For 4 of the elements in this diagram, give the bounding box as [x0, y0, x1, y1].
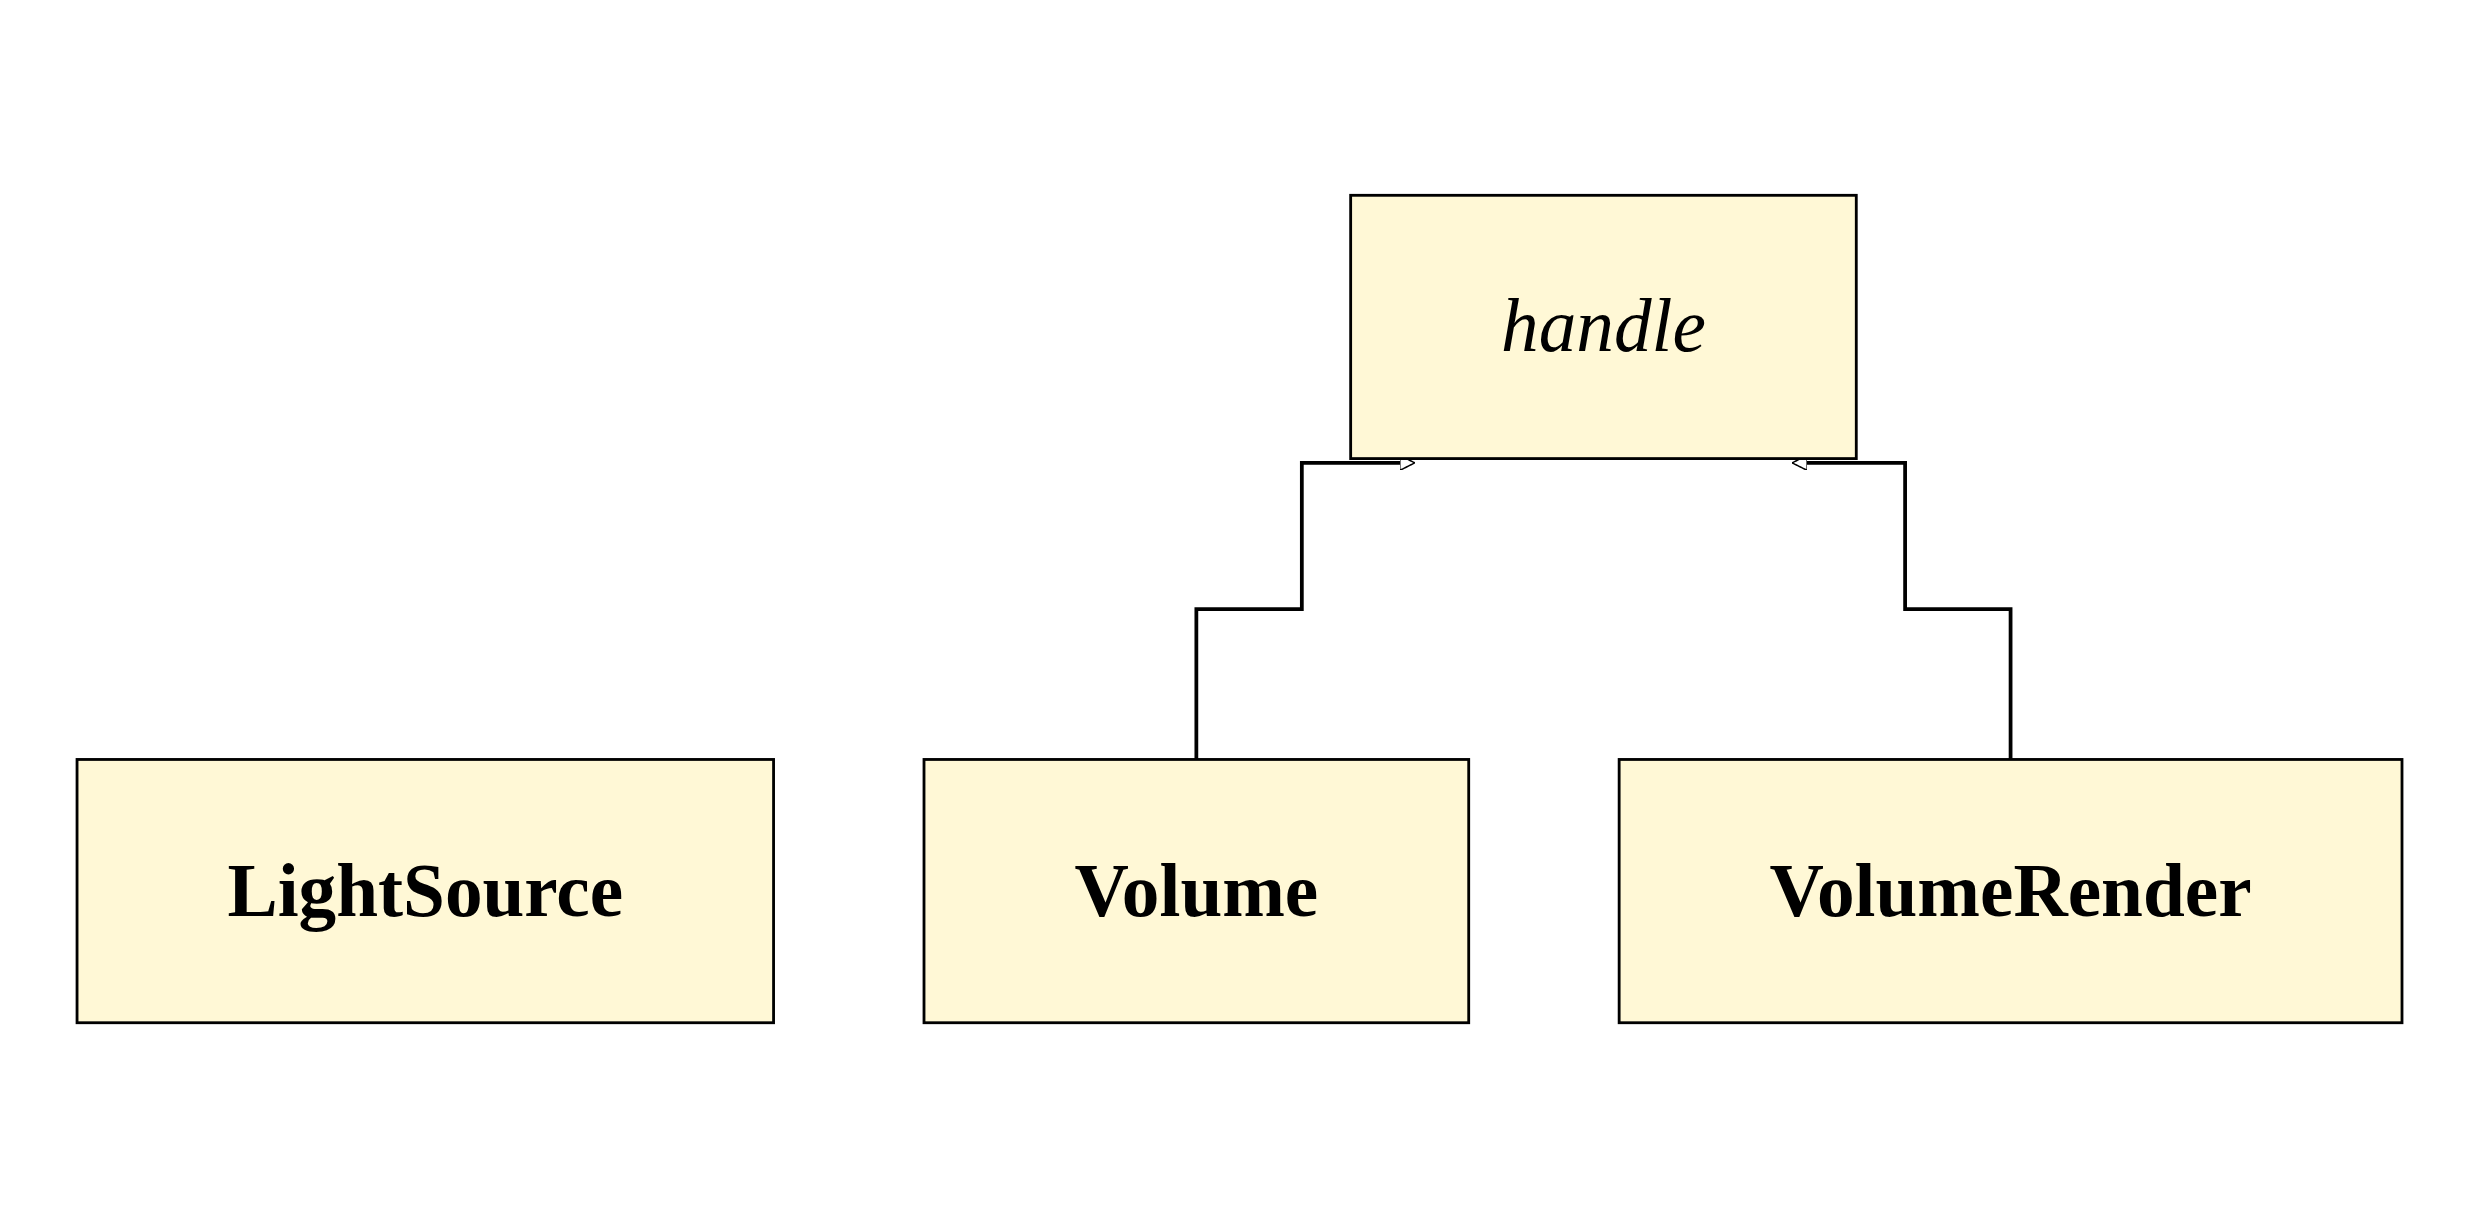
node-box: LightSource: [75, 758, 775, 1025]
node-box: VolumeRender: [1617, 758, 2404, 1025]
node-box: Volume: [922, 758, 1471, 1025]
node-box: handle: [1349, 194, 1858, 461]
